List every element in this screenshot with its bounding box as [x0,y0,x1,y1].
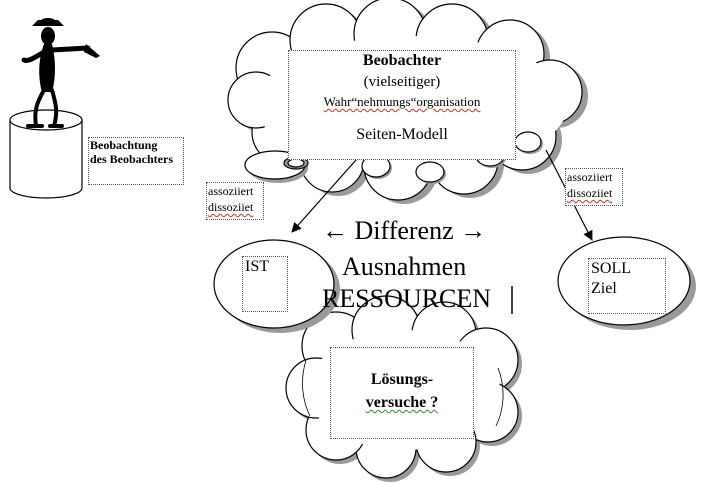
ist-label: IST [245,258,269,275]
ist-textbox [242,256,288,312]
soll-line2: Ziel [591,280,617,297]
solutions-line2-text: versuche ? [365,394,439,411]
observer-textbox [288,50,516,160]
arrow-right-icon: → [460,216,487,245]
solutions-cloud-inner-lines [302,359,504,427]
soll-textbox [588,258,666,314]
differenz-line: ← Differenz → [322,216,486,246]
differenz-text: Differenz [354,216,454,245]
observer-line1: (vielseitiger) [363,74,441,90]
self-observation-line1: Beobachtung [90,138,158,152]
self-observation-line2: des Beobachters [90,152,173,166]
assoc-right-line2-text: dissoziiet [567,186,613,200]
soll-line1: SOLL [591,260,631,277]
observer-model: Seiten-Modell [356,126,448,143]
self-observation-textbox [88,137,184,185]
solutions-textbox [330,347,474,439]
pointing-figure-icon [21,18,100,128]
assoc-left-line1: assoziiert [208,184,254,198]
assoc-right-textbox [565,168,623,206]
assoc-right-line1: assoziiert [567,170,613,184]
solutions-line2: versuche ? [330,394,474,412]
observer-title: Beobachter [362,52,442,69]
assoc-right-line2: dissoziiet [567,186,612,201]
observer-line2-text: Wahr“nehmungs“organisation [323,94,481,109]
assoc-left-textbox [206,182,264,220]
ausnahmen-text: Ausnahmen [342,252,467,281]
arrow-left-icon: ← [322,216,348,245]
ressourcen-text: RESSOURCEN [322,284,492,313]
assoc-left-line2: dissoziiet [208,200,253,215]
pedestal-cylinder [9,109,83,199]
assoc-left-line2-text: dissoziiet [208,200,254,214]
arrow-to-ist [291,159,357,233]
observer-line2: Wahr“nehmungs“organisation [288,94,516,110]
solutions-line1: Lösungs- [370,371,434,388]
